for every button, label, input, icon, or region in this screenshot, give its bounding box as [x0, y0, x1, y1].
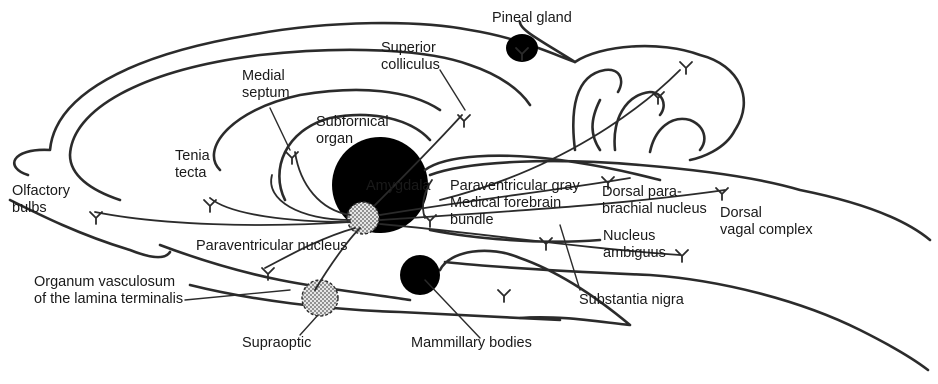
label-substantia-nigra: Substantia nigra: [579, 292, 684, 309]
label-paraventricular-gray: Paraventricular gray Medical forebrain b…: [450, 178, 580, 229]
label-dorsal-vagal-line1: Dorsal: [720, 205, 813, 222]
label-superior-colliculus-line1: Superior: [381, 40, 440, 57]
label-tenia-tecta-line2: tecta: [175, 165, 210, 182]
label-paraventricular-nucleus: Paraventricular nucleus: [196, 238, 348, 255]
label-tenia-tecta-line1: Tenia: [175, 148, 210, 165]
label-paraventricular-gray-line2: Medical forebrain: [450, 195, 580, 212]
label-tenia-tecta: Tenia tecta: [175, 148, 210, 182]
label-dorsal-parabrachial-line2: brachial nucleus: [602, 201, 707, 218]
label-dorsal-parabrachial-line1: Dorsal para-: [602, 184, 707, 201]
label-amygdala: Amygdala: [366, 178, 430, 195]
label-superior-colliculus: Superior colliculus: [381, 40, 440, 74]
label-dorsal-vagal: Dorsal vagal complex: [720, 205, 813, 239]
label-medial-septum: Medial septum: [242, 68, 290, 102]
label-subfornical-organ-line1: Subfornical: [316, 114, 389, 131]
label-nucleus-ambiguus-line2: ambiguus: [603, 245, 666, 262]
label-nucleus-ambiguus: Nucleus ambiguus: [603, 228, 666, 262]
pons-outline: [440, 251, 630, 325]
supraoptic-nucleus-stipple: [302, 280, 338, 316]
label-medial-septum-line2: septum: [242, 85, 290, 102]
cerebellum-outline: [575, 46, 744, 160]
brainstem-lower: [445, 262, 928, 370]
label-organum-vasculosum-line2: of the lamina terminalis: [34, 291, 183, 308]
hypothalamus-outline: [160, 245, 560, 320]
label-paraventricular-gray-line3: bundle: [450, 212, 580, 229]
label-supraoptic: Supraoptic: [242, 335, 311, 352]
label-dorsal-parabrachial: Dorsal para- brachial nucleus: [602, 184, 707, 218]
label-subfornical-organ: Subfornical organ: [316, 114, 389, 148]
label-superior-colliculus-line2: colliculus: [381, 57, 440, 74]
label-olfactory-bulbs: Olfactory bulbs: [12, 183, 70, 217]
label-organum-vasculosum-line1: Organum vasculosum: [34, 274, 183, 291]
label-nucleus-ambiguus-line1: Nucleus: [603, 228, 666, 245]
label-olfactory-bulbs-line1: Olfactory: [12, 183, 70, 200]
label-medial-septum-line1: Medial: [242, 68, 290, 85]
label-mammillary-bodies: Mammillary bodies: [411, 335, 532, 352]
label-pineal-gland: Pineal gland: [492, 10, 572, 27]
label-dorsal-vagal-line2: vagal complex: [720, 222, 813, 239]
label-subfornical-organ-line2: organ: [316, 131, 389, 148]
label-olfactory-bulbs-line2: bulbs: [12, 200, 70, 217]
cerebellum-folia: [573, 70, 704, 152]
label-paraventricular-gray-line1: Paraventricular gray: [450, 178, 580, 195]
pathway-olfactory: [95, 212, 350, 225]
label-organum-vasculosum: Organum vasculosum of the lamina termina…: [34, 274, 183, 308]
